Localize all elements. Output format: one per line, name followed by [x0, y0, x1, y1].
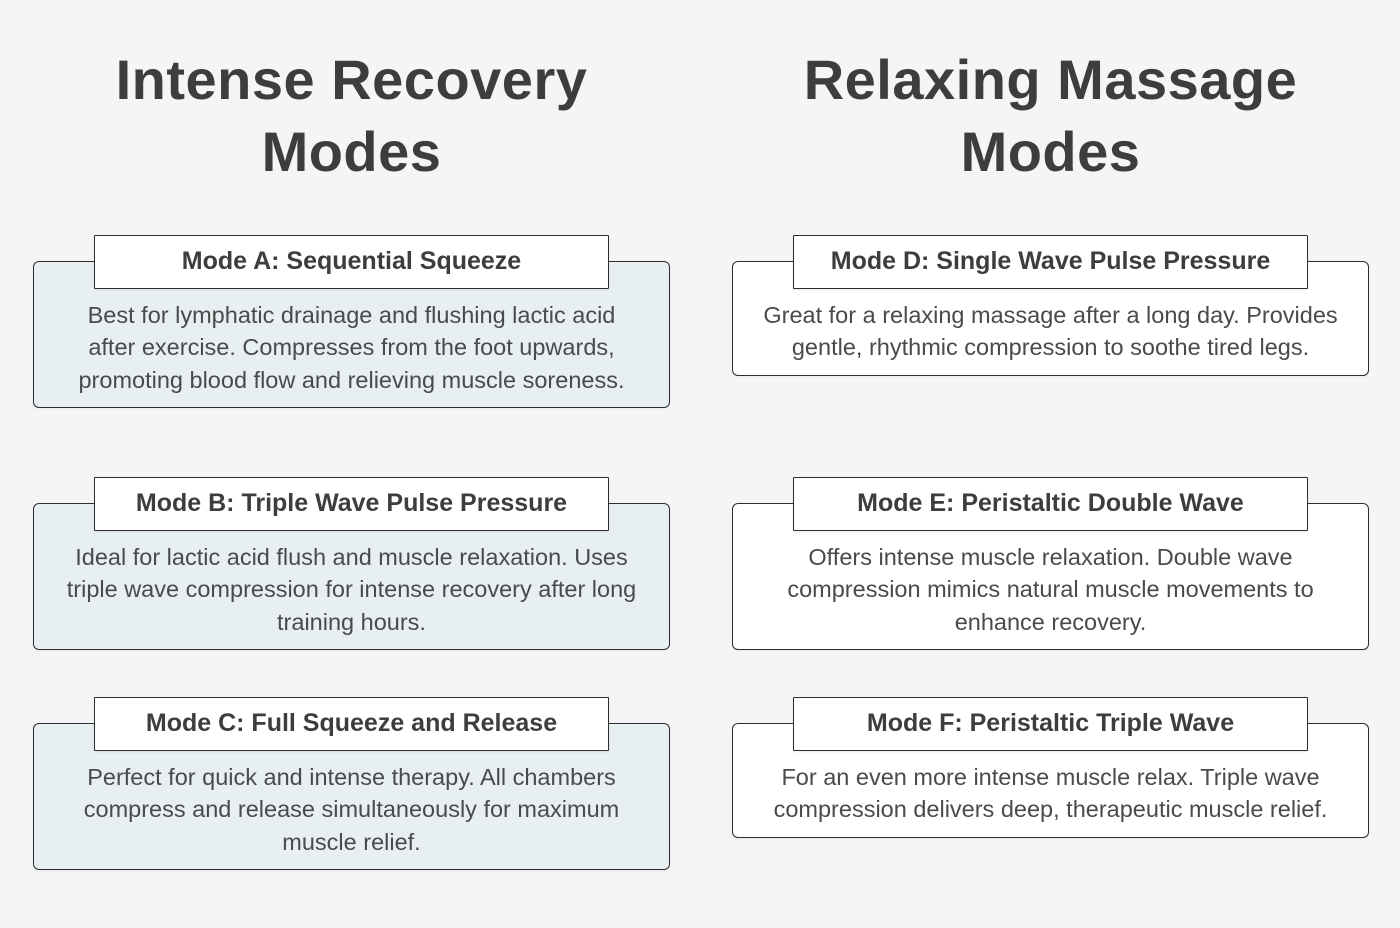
mode-e-label: Mode E: Peristaltic Double Wave [792, 477, 1309, 531]
mode-c-label: Mode C: Full Squeeze and Release [93, 697, 610, 751]
mode-d-label: Mode D: Single Wave Pulse Pressure [792, 235, 1309, 289]
mode-f-block: Mode F: Peristaltic Triple Wave For an e… [732, 697, 1369, 870]
mode-d-description: Great for a relaxing massage after a lon… [763, 302, 1338, 361]
intense-recovery-title: Intense Recovery Modes [115, 47, 588, 183]
mode-b-label: Mode B: Triple Wave Pulse Pressure [93, 477, 610, 531]
mode-c-block: Mode C: Full Squeeze and Release Perfect… [33, 697, 670, 871]
mode-e-block: Mode E: Peristaltic Double Wave Offers i… [732, 477, 1369, 697]
mode-f-label: Mode F: Peristaltic Triple Wave [792, 697, 1309, 751]
relaxing-massage-title: Relaxing Massage Modes [803, 47, 1298, 183]
mode-a-label: Mode A: Sequential Squeeze [93, 235, 610, 289]
mode-d-block: Mode D: Single Wave Pulse Pressure Great… [732, 235, 1369, 477]
mode-c-description: Perfect for quick and intense therapy. A… [83, 764, 620, 855]
mode-b-block: Mode B: Triple Wave Pulse Pressure Ideal… [33, 477, 670, 697]
mode-f-description: For an even more intense muscle relax. T… [773, 764, 1328, 823]
modes-comparison: Intense Recovery Modes Relaxing Massage … [33, 47, 1369, 871]
mode-a-block: Mode A: Sequential Squeeze Best for lymp… [33, 235, 670, 477]
mode-e-description: Offers intense muscle relaxation. Double… [787, 544, 1314, 635]
mode-a-description: Best for lymphatic drainage and flushing… [78, 302, 625, 393]
mode-b-description: Ideal for lactic acid flush and muscle r… [66, 544, 637, 635]
